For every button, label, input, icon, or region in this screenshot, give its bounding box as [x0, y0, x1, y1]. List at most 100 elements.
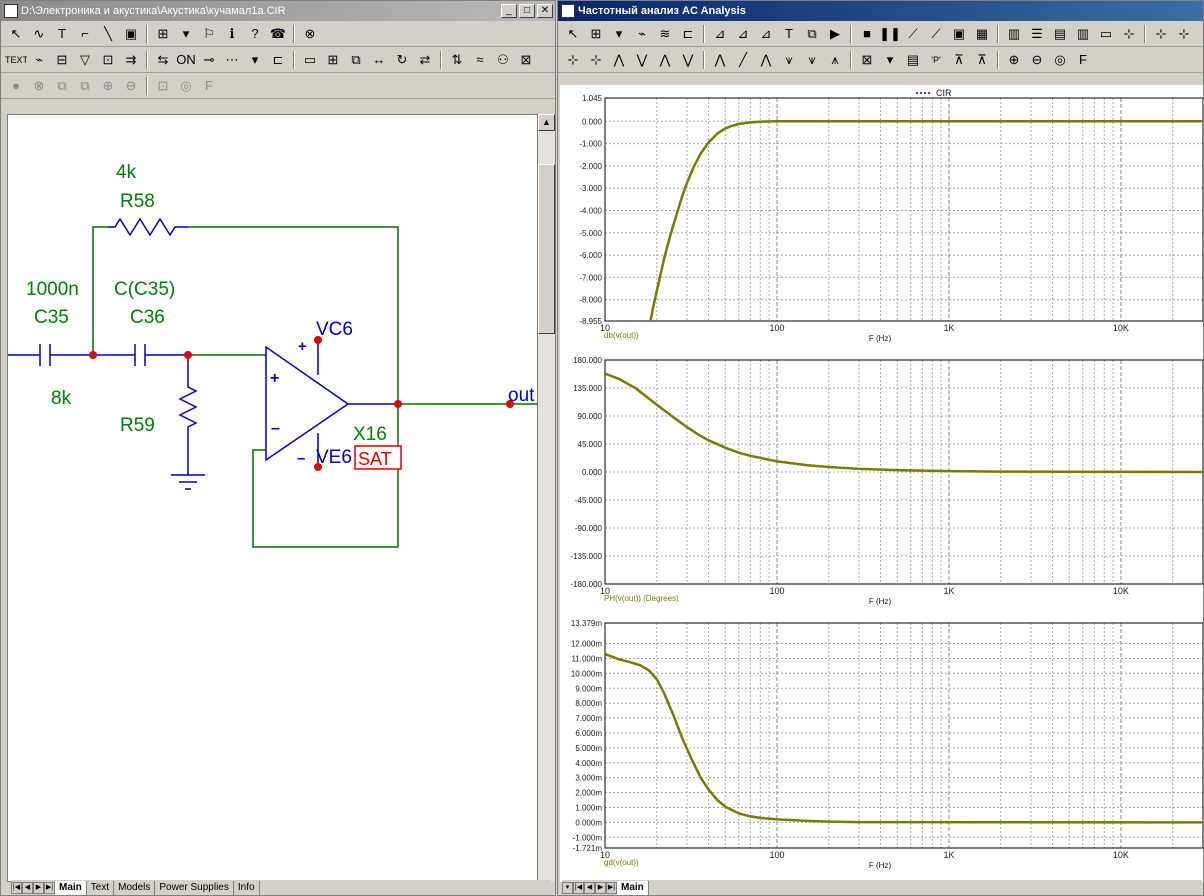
analysis-tool-a-button-21[interactable]: ▤: [1053, 25, 1067, 41]
scroll-thumb[interactable]: [538, 164, 555, 334]
schematic-canvas[interactable]: 4k R58 1000n C35 C(C35) C36 8k R59 VC6 V…: [7, 114, 539, 882]
schematic-tool-b-button-10[interactable]: ⋯: [225, 51, 239, 67]
vertical-scrollbar[interactable]: ▲: [538, 114, 555, 882]
schematic-tool-b-button-2[interactable]: ⌁: [35, 51, 43, 67]
analysis-tool-b-button-15[interactable]: ▤: [906, 51, 920, 67]
analysis-tool-a-button-2[interactable]: ⊞: [590, 25, 602, 41]
tab-text[interactable]: Text: [87, 880, 115, 895]
schematic-tool-b-button-22[interactable]: ⊠: [520, 51, 532, 67]
analysis-next-tab-button[interactable]: ▶: [595, 881, 606, 894]
analysis-tool-b-button-5[interactable]: ⋀: [659, 51, 671, 67]
schematic-tool-c-button-1[interactable]: ●: [12, 77, 20, 93]
schematic-title-bar[interactable]: D:\Электроника и акустика\Акустика\кучам…: [1, 1, 555, 21]
analysis-tool-a-button-11[interactable]: ⧉: [807, 25, 817, 41]
analysis-tool-a-button-20[interactable]: ☰: [1031, 25, 1043, 41]
maximize-button[interactable]: □: [519, 4, 535, 18]
analysis-tool-a-button-9[interactable]: ⊿: [760, 25, 772, 41]
analysis-tool-b-button-4[interactable]: ⋁: [636, 51, 648, 67]
schematic-tool-c-button-5[interactable]: ⊕: [102, 77, 114, 93]
analysis-tool-b-button-22[interactable]: F: [1079, 51, 1087, 67]
analysis-tool-a-button-18[interactable]: ▦: [975, 25, 989, 41]
analysis-tool-b-button-21[interactable]: ◎: [1054, 51, 1066, 67]
analysis-tool-b-button-10[interactable]: ⩛: [785, 51, 793, 67]
schematic-tool-b-button-1[interactable]: TEXT: [5, 54, 27, 65]
analysis-tool-b-button-2[interactable]: ⊹: [590, 51, 602, 67]
analysis-tool-a-button-6[interactable]: ⊏: [682, 25, 694, 41]
schematic-tool-c-button-8[interactable]: ◎: [180, 77, 192, 93]
schematic-tool-c-button-6[interactable]: ⊖: [125, 77, 137, 93]
analysis-tool-b-button-6[interactable]: ⋁: [682, 51, 694, 67]
analysis-first-tab-button[interactable]: |◀: [573, 881, 584, 894]
analysis-tool-b-button-3[interactable]: ⋀: [613, 51, 625, 67]
analysis-tool-b-button-1[interactable]: ⊹: [567, 51, 579, 67]
schematic-tool-b-button-15[interactable]: ⧉: [351, 51, 361, 67]
close-button[interactable]: ✕: [537, 4, 553, 18]
schematic-tool-c-button-9[interactable]: F: [205, 77, 213, 93]
analysis-tool-a-button-23[interactable]: ▭: [1099, 25, 1113, 41]
schematic-tool-a-button-1[interactable]: ↖: [10, 25, 22, 41]
analysis-tab-main[interactable]: Main: [617, 880, 649, 895]
analysis-tool-a-button-13[interactable]: ■: [863, 25, 871, 41]
schematic-tool-a-button-10[interactable]: ℹ: [229, 25, 235, 41]
minimize-button[interactable]: _: [501, 4, 517, 18]
analysis-tool-a-button-4[interactable]: ⌁: [638, 25, 646, 41]
schematic-tool-c-button-7[interactable]: ⊡: [157, 77, 169, 93]
schematic-tool-b-button-21[interactable]: ⚇: [497, 51, 509, 67]
schematic-tool-b-button-16[interactable]: ↔: [372, 51, 386, 67]
analysis-tool-a-button-10[interactable]: T: [785, 25, 793, 41]
schematic-tool-a-button-8[interactable]: ▾: [182, 25, 190, 41]
analysis-tool-a-button-25[interactable]: ⊹: [1155, 25, 1167, 41]
scroll-up-button[interactable]: ▲: [538, 114, 555, 131]
analysis-tool-b-button-11[interactable]: ⩛: [808, 51, 816, 67]
analysis-tool-a-button-8[interactable]: ⊿: [737, 25, 749, 41]
schematic-tool-b-button-5[interactable]: ⊡: [102, 51, 114, 67]
analysis-tool-a-button-15[interactable]: ⟋: [908, 25, 918, 41]
schematic-tool-b-button-6[interactable]: ⇉: [125, 51, 137, 67]
analysis-tool-a-button-17[interactable]: ▣: [952, 25, 966, 41]
schematic-tool-a-button-11[interactable]: ?: [251, 25, 259, 41]
analysis-tool-b-button-8[interactable]: ╱: [739, 51, 747, 67]
analysis-tool-a-button-26[interactable]: ⊹: [1178, 25, 1190, 41]
schematic-tool-b-button-11[interactable]: ▾: [251, 51, 259, 67]
analysis-tool-a-button-3[interactable]: ▾: [615, 25, 623, 41]
schematic-tool-b-button-4[interactable]: ▽: [80, 51, 90, 67]
analysis-tool-b-button-14[interactable]: ▾: [886, 51, 894, 67]
schematic-tool-b-button-3[interactable]: ⊟: [56, 51, 68, 67]
analysis-tool-a-button-16[interactable]: ⟋: [931, 25, 941, 41]
analysis-prev-tab-button[interactable]: ◀: [584, 881, 595, 894]
schematic-tool-b-button-7[interactable]: ⇆: [157, 51, 169, 67]
first-tab-button[interactable]: |◀: [11, 881, 22, 894]
schematic-tool-a-button-7[interactable]: ⊞: [157, 25, 169, 41]
analysis-tool-b-button-13[interactable]: ⊠: [861, 51, 873, 67]
analysis-tool-a-button-12[interactable]: ▶: [830, 25, 840, 41]
schematic-tool-a-button-4[interactable]: ⌐: [81, 25, 89, 41]
schematic-tool-a-button-13[interactable]: ⊗: [304, 25, 316, 41]
last-tab-button[interactable]: ▶|: [44, 881, 55, 894]
schematic-tool-a-button-12[interactable]: ☎: [269, 25, 287, 41]
analysis-tool-b-button-18[interactable]: ⊼: [977, 51, 987, 67]
prev-tab-button[interactable]: ◀: [22, 881, 33, 894]
schematic-tool-b-button-13[interactable]: ▭: [303, 51, 317, 67]
schematic-tool-a-button-5[interactable]: ╲: [104, 25, 112, 41]
schematic-tool-b-button-18[interactable]: ⇄: [419, 51, 431, 67]
analysis-last-tab-button[interactable]: ▶|: [606, 881, 617, 894]
schematic-tool-b-button-8[interactable]: ON: [176, 51, 196, 67]
schematic-tool-b-button-12[interactable]: ⊏: [272, 51, 284, 67]
schematic-tool-b-button-14[interactable]: ⊞: [327, 51, 339, 67]
analysis-tool-b-button-9[interactable]: ⋀: [760, 51, 772, 67]
next-tab-button[interactable]: ▶: [33, 881, 44, 894]
schematic-tool-a-button-2[interactable]: ∿: [33, 25, 45, 41]
analysis-tool-a-button-1[interactable]: ↖: [567, 25, 579, 41]
schematic-tool-b-button-20[interactable]: ≈: [476, 51, 484, 67]
analysis-tool-a-button-19[interactable]: ▥: [1007, 25, 1021, 41]
analysis-tool-b-button-7[interactable]: ⋀: [714, 51, 726, 67]
analysis-tool-b-button-12[interactable]: ⩚: [831, 51, 839, 67]
tab-main[interactable]: Main: [55, 880, 87, 895]
tab-info[interactable]: Info: [234, 880, 260, 895]
schematic-tool-a-button-9[interactable]: ⚐: [203, 25, 215, 41]
tab-power-supplies[interactable]: Power Supplies: [155, 880, 234, 895]
tab-models[interactable]: Models: [114, 880, 156, 895]
analysis-tool-a-button-5[interactable]: ≋: [659, 25, 671, 41]
analysis-tab-menu-button[interactable]: ▾: [562, 881, 573, 894]
